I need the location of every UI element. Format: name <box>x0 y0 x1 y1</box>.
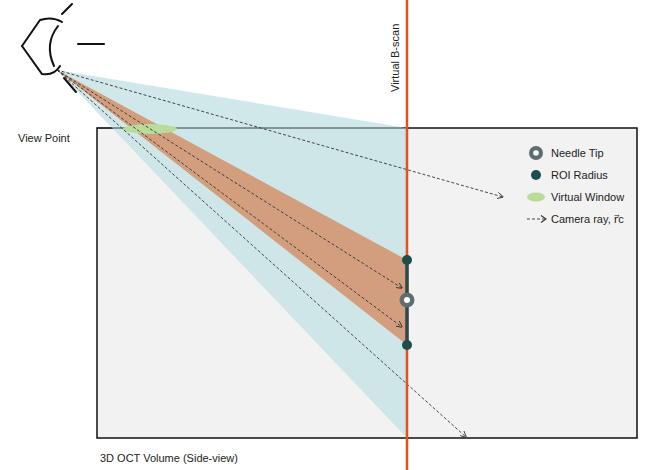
legend-swatch <box>531 170 541 180</box>
needle-tip-center <box>404 297 410 303</box>
legend-text: Needle Tip <box>551 146 604 160</box>
eye-lid <box>22 18 62 46</box>
legend-text: Camera ray, r⃗c <box>551 212 624 226</box>
eye-lash <box>78 43 104 45</box>
camera-ray <box>57 70 402 288</box>
eye-lens <box>50 26 58 66</box>
camera-ray <box>57 70 402 327</box>
plane-label: Virtual B-scan <box>388 24 402 92</box>
region-caption: 3D OCT Volume (Side-view) <box>100 451 238 465</box>
camera-ray <box>57 70 466 437</box>
roi-dot <box>402 340 412 350</box>
view-frustum <box>57 70 407 438</box>
legend-text: Virtual Window <box>551 190 624 204</box>
roi-dot <box>402 255 412 265</box>
legend-text: ROI Radius <box>551 168 608 182</box>
legend-sample <box>527 187 549 207</box>
eye-lash <box>62 4 72 14</box>
legend-ring <box>529 146 543 160</box>
legend-sample <box>527 165 549 185</box>
legend-ring-center <box>533 150 539 156</box>
eye-lid <box>22 46 60 74</box>
eye-icon <box>22 4 104 92</box>
camera-ray <box>57 70 503 197</box>
legend-sample <box>527 209 549 229</box>
legend-swatch <box>527 193 545 202</box>
viewpoint-label: View Point <box>18 131 70 145</box>
camera-rays <box>57 70 503 437</box>
needle-tip <box>400 293 415 308</box>
legend-ray <box>527 219 545 220</box>
legend-arrowhead <box>541 216 546 223</box>
roi-frustum <box>57 70 407 345</box>
virtual-bscan-line <box>406 0 409 470</box>
legend-sample <box>527 143 549 163</box>
eye-lash <box>64 78 76 92</box>
